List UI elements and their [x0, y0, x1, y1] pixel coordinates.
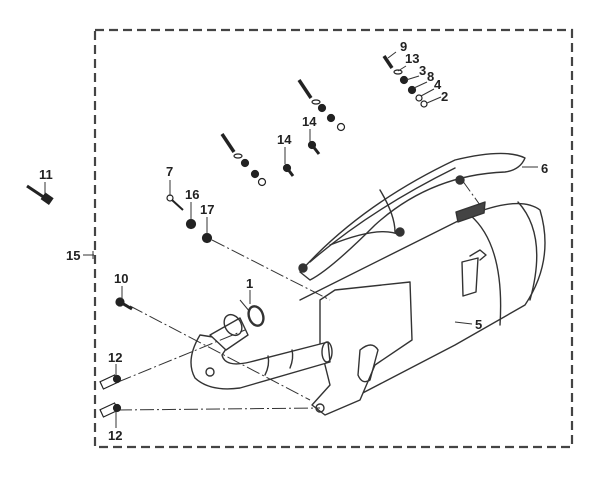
callout-13: 13 — [405, 51, 420, 66]
callout-10: 10 — [114, 271, 129, 286]
callout-14-right: 14 — [302, 114, 317, 129]
washer-16 — [185, 218, 197, 230]
stud-12-lower — [99, 402, 122, 418]
callout-leaders — [44, 51, 538, 428]
callout-3: 3 — [419, 63, 427, 78]
bolt-set-middle — [297, 79, 346, 132]
bolt-set-right — [382, 55, 428, 108]
callout-14-left: 14 — [277, 132, 292, 147]
callout-7: 7 — [166, 164, 174, 179]
callout-8: 8 — [427, 69, 435, 84]
callout-17: 17 — [200, 202, 215, 217]
bolt-set-left — [220, 133, 267, 187]
callout-9: 9 — [400, 39, 408, 54]
bolt-14-right — [307, 140, 321, 155]
muffler-bracket — [311, 281, 413, 416]
callout-12-lower: 12 — [108, 428, 123, 443]
assembly-border — [93, 28, 574, 449]
assembly-guide-lines — [117, 179, 481, 411]
callout-4: 4 — [434, 77, 442, 92]
callout-15: 15 — [66, 248, 81, 263]
bolt-7 — [166, 194, 184, 211]
washer-17 — [201, 232, 213, 244]
callout-1: 1 — [246, 276, 254, 291]
gasket-ring — [247, 305, 265, 327]
bolt-11 — [26, 184, 54, 205]
callout-16: 16 — [185, 187, 200, 202]
bolt-10 — [115, 297, 133, 311]
stud-12-upper — [99, 374, 122, 390]
callout-6: 6 — [541, 161, 549, 176]
callout-12-upper: 12 — [108, 350, 123, 365]
callout-11: 11 — [39, 167, 53, 182]
exhaust-pipe — [190, 313, 333, 390]
callout-2: 2 — [441, 89, 449, 104]
bolt-14-left — [282, 163, 295, 177]
callout-5: 5 — [475, 317, 483, 332]
heat-shield — [298, 152, 526, 281]
